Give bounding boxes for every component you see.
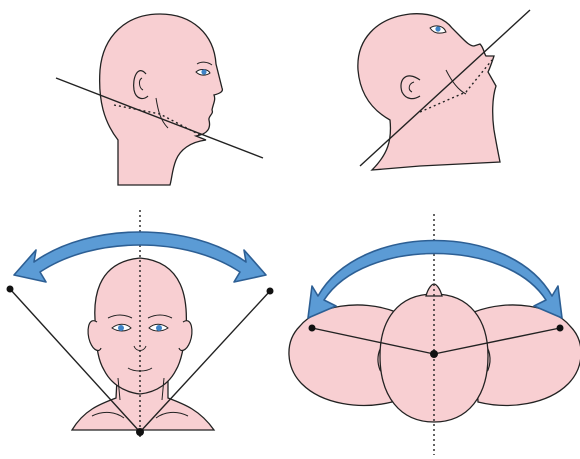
top-left-endpoint <box>309 325 316 332</box>
top-pivot-dot <box>430 350 438 358</box>
panel-neck-extension <box>358 10 530 170</box>
front-right-iris <box>156 325 162 331</box>
front-left-iris <box>118 325 124 331</box>
extension-eye-iris <box>435 26 440 31</box>
front-right-endpoint <box>267 288 274 295</box>
front-pivot-dot <box>136 428 144 436</box>
panel-neck-neutral <box>56 14 263 185</box>
panel-lateral-flexion <box>7 210 274 440</box>
neutral-eye-iris <box>201 69 206 74</box>
neutral-head-silhouette <box>100 14 223 185</box>
neutral-ear <box>134 71 148 99</box>
extension-head-silhouette <box>358 14 500 170</box>
front-left-endpoint <box>7 286 14 293</box>
extension-ear <box>401 76 420 99</box>
panel-rotation <box>289 214 580 455</box>
top-right-endpoint <box>557 325 564 332</box>
